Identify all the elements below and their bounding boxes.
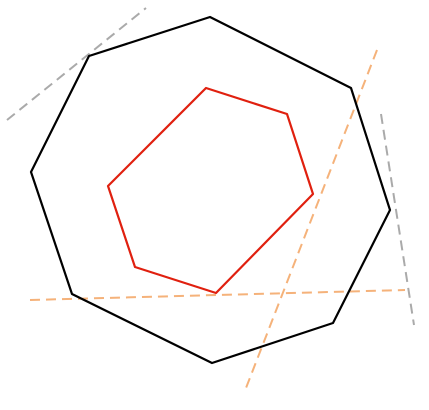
outer-polygon [29,15,392,365]
gray-dashed-line-right [380,113,415,326]
gray-dashed-line-top-left [6,7,147,121]
orange-dashed-line-diagonal [245,49,378,389]
inner-polygon [106,86,315,295]
orange-dashed-line-horizontal [29,289,406,301]
